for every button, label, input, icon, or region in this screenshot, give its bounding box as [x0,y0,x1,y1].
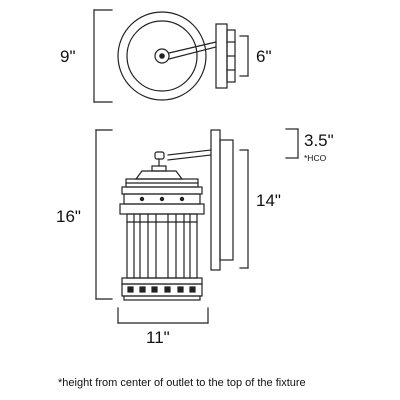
top-view-inner-ring [126,20,198,92]
side-view-backplate [210,129,221,271]
hco-note-label: *HCO [304,153,327,163]
overall-height-bracket [95,129,113,300]
top-view [93,9,249,103]
top-view-arm [168,41,217,60]
footnote: *height from center of outlet to the top… [58,377,306,389]
top-view-width-label: 6" [256,47,272,66]
side-view [95,128,299,324]
side-view-backplate-outer [219,139,234,261]
hco-value-label: 3.5" [304,131,334,150]
mount-height-bracket [239,149,249,269]
finial [154,151,165,160]
bottom-band [121,277,203,301]
mount-height-label: 14" [256,191,281,210]
top-view-outer-ring [117,11,207,101]
top-view-center-dot [159,53,165,59]
width-label: 11" [146,328,170,347]
overall-height-label: 16" [56,207,81,226]
side-view-arm [167,149,212,161]
top-view-height-label: 9" [60,47,76,66]
top-view-backplate [215,23,228,89]
top-view-height-bracket [93,9,113,103]
lantern-cage [126,213,198,279]
width-bracket [117,307,209,324]
hco-bracket [285,128,299,159]
top-view-center-boss [154,48,170,64]
top-view-depth-bracket [239,35,249,77]
upper-band [119,193,205,215]
lantern-cap [121,165,203,195]
